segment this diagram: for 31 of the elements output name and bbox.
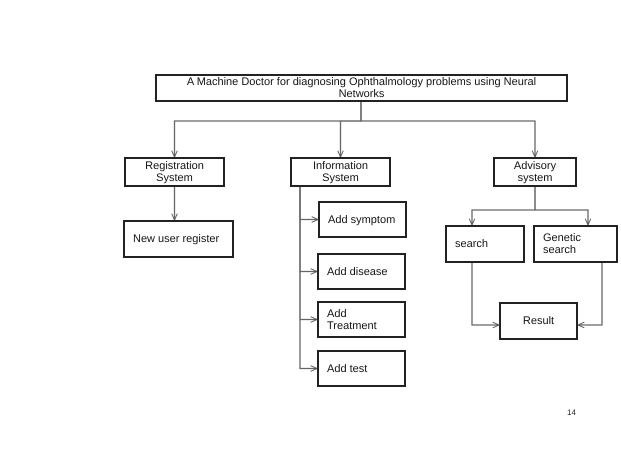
box-label: Information System bbox=[312, 160, 370, 184]
arrow bbox=[534, 187, 592, 226]
arrow bbox=[299, 187, 318, 372]
box-label: Advisory system bbox=[512, 160, 558, 184]
box-label: Add disease bbox=[327, 266, 388, 278]
arrow bbox=[471, 263, 500, 328]
process-box bbox=[317, 253, 406, 290]
box-label: Registration System bbox=[144, 160, 205, 184]
box-label: A Machine Doctor for diagnosing Ophthalmology problems using Neural Networks bbox=[186, 76, 538, 100]
box-label: Add symptom bbox=[328, 214, 396, 226]
page-number: 14 bbox=[567, 408, 576, 417]
arrow bbox=[360, 102, 538, 158]
box-label: New user register bbox=[133, 233, 220, 245]
arrow bbox=[578, 263, 603, 328]
box-label: Genetic search bbox=[543, 232, 582, 256]
box-label: Result bbox=[522, 315, 554, 327]
box-label: Add Treatment bbox=[327, 308, 378, 332]
box-label: Add test bbox=[327, 362, 368, 374]
process-box bbox=[318, 201, 407, 238]
process-box bbox=[533, 225, 618, 263]
process-box bbox=[317, 350, 406, 387]
process-box bbox=[155, 74, 568, 102]
process-box bbox=[290, 157, 391, 187]
process-box bbox=[493, 157, 577, 187]
process-box bbox=[499, 302, 578, 340]
arrow bbox=[171, 187, 178, 220]
process-box bbox=[124, 157, 225, 187]
box-label: search bbox=[455, 238, 488, 250]
process-box bbox=[317, 301, 406, 338]
process-box bbox=[445, 225, 525, 263]
process-box bbox=[123, 220, 234, 258]
